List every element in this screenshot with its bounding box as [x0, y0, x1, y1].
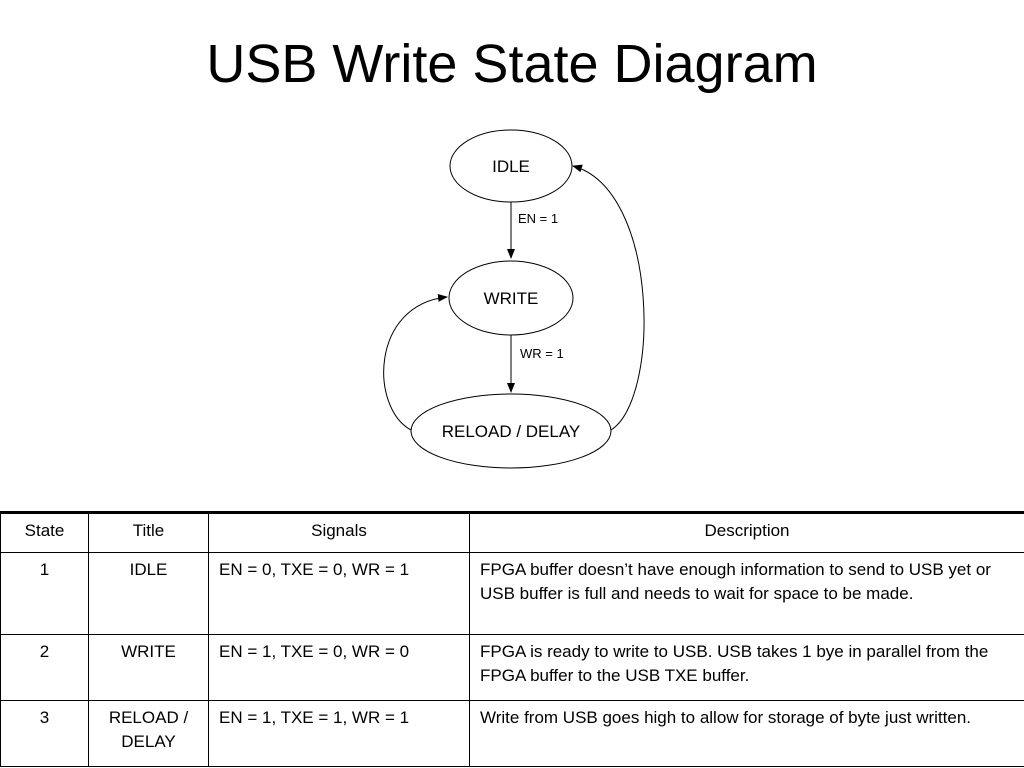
table-row: 1 IDLE EN = 0, TXE = 0, WR = 1 FPGA buff… [0, 552, 1024, 635]
col-header-state: State [0, 511, 89, 553]
cell-signals: EN = 1, TXE = 1, WR = 1 [208, 700, 470, 767]
cell-signals: EN = 1, TXE = 0, WR = 0 [208, 634, 470, 701]
col-header-title: Title [88, 511, 209, 553]
col-header-signals: Signals [208, 511, 470, 553]
cell-title: RELOAD / DELAY [88, 700, 209, 767]
cell-title: WRITE [88, 634, 209, 701]
edge-reload-to-write [383, 293, 448, 431]
state-node-idle: IDLE [449, 129, 573, 203]
cell-description: Write from USB goes high to allow for st… [469, 700, 1024, 767]
state-node-write: WRITE [448, 260, 574, 336]
table-row: 3 RELOAD / DELAY EN = 1, TXE = 1, WR = 1… [0, 700, 1024, 767]
cell-description: FPGA is ready to write to USB. USB takes… [469, 634, 1024, 701]
col-header-description: Description [469, 511, 1024, 553]
cell-description: FPGA buffer doesn’t have enough informat… [469, 552, 1024, 635]
state-diagram: EN = 1 WR = 1 IDLE WRITE RELOAD / DELAY [383, 129, 645, 469]
cell-state: 2 [0, 634, 89, 701]
node-label: IDLE [492, 157, 530, 176]
cell-signals: EN = 0, TXE = 0, WR = 1 [208, 552, 470, 635]
edge-label-en: EN = 1 [518, 211, 558, 226]
node-label: RELOAD / DELAY [442, 422, 581, 441]
state-table: State Title Signals Description 1 IDLE E… [0, 511, 1024, 767]
node-label: WRITE [484, 289, 539, 308]
edge-label-wr: WR = 1 [520, 346, 564, 361]
state-node-reload-delay: RELOAD / DELAY [410, 393, 612, 469]
cell-state: 1 [0, 552, 89, 635]
cell-title: IDLE [88, 552, 209, 635]
edge-reload-to-idle [572, 164, 645, 431]
cell-state: 3 [0, 700, 89, 767]
table-header-row: State Title Signals Description [0, 511, 1024, 553]
table-row: 2 WRITE EN = 1, TXE = 0, WR = 0 FPGA is … [0, 634, 1024, 701]
slide-title: USB Write State Diagram [206, 34, 818, 94]
